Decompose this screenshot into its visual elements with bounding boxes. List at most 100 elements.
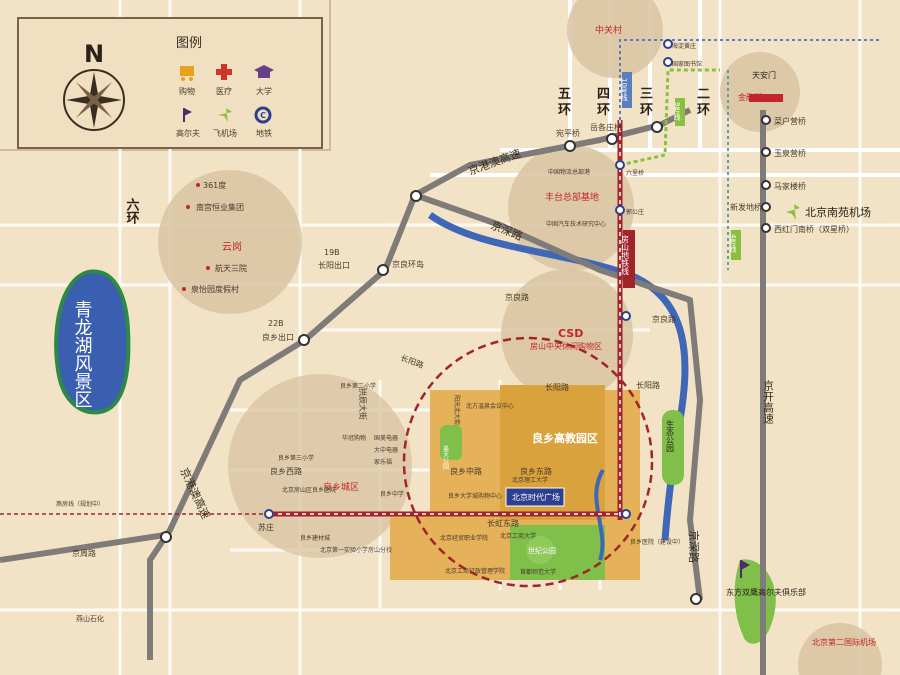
road-jingliang2-label: 京良路: [652, 314, 676, 324]
place-school3-label: 良乡中学: [380, 490, 404, 498]
station-lib-label: 国家图书馆: [672, 60, 702, 68]
svg-text:C: C: [260, 111, 266, 120]
medical-cross-icon: [216, 64, 232, 80]
zone-qinglong-label: 青龙湖风景区: [72, 300, 93, 408]
place-school1-label: 良乡第二小学: [340, 382, 376, 390]
place-shop9-label: 北京第一实验小学房山分校: [320, 546, 392, 554]
exit-22b-label: 22B: [268, 319, 284, 328]
zone-zhongguancun-label: 中关村: [595, 24, 622, 36]
place-hospital2-label: 北京房山区良乡医院: [282, 486, 336, 494]
legend-label-medical: 医疗: [216, 86, 232, 96]
qinglong-lake: [54, 269, 131, 415]
fangshan-line-label: 房山地铁线: [621, 234, 630, 275]
station-xihong-label: 西红门南桥（双星桥）: [774, 224, 854, 234]
golf-icon: [183, 108, 192, 122]
place-gaojiao-e-label: 北京工商行政管理学院: [445, 567, 505, 575]
fangshan-subway: [0, 120, 623, 520]
ring-two-label: 二环: [697, 87, 710, 118]
exit-jinghuan-label: 京良环岛: [392, 259, 424, 269]
subway-icon: C: [254, 106, 272, 124]
legend-title: 图例: [176, 36, 202, 51]
road-changyang-top-label: 长阳路: [636, 380, 660, 390]
place-school2-label: 良乡第三小学: [278, 454, 314, 462]
airplane-icon: [218, 108, 232, 122]
zone-sheng-label: 生态公园: [666, 419, 675, 453]
beijing-times-square-marker: 北京时代广场: [505, 487, 565, 507]
beijing-times-square-label: 北京时代广场: [512, 492, 560, 502]
road-yanfang-label: 燕房线（规划中）: [56, 500, 104, 508]
legend-label-airport: 飞机场: [213, 128, 237, 138]
zone-nanyuan-label: 北京南苑机场: [805, 205, 871, 219]
zone-csd-label: CSD: [558, 327, 583, 340]
place-suzhuang-label: 苏庄: [258, 522, 274, 532]
road-jingshen-bottom-label: 京深路: [687, 530, 701, 563]
place-wuliu-label: 中国物流总部港: [548, 168, 590, 176]
exit-19b-label: 19B: [324, 248, 340, 257]
campus-ring: [402, 336, 654, 588]
legend-items: 购物 医疗 大学 高尔夫 飞机场 C 地铁: [176, 64, 274, 138]
place-nangong-label: 南宫恒业集团: [196, 202, 244, 212]
road-changhong-label: 长虹东路: [487, 518, 519, 528]
legend-label-subway: 地铁: [256, 128, 272, 138]
road-yangguang-label: 阳光北大街: [453, 395, 461, 425]
place-quanyi-label: 泉怡园度假村: [191, 284, 239, 294]
line4-label: 4号线: [729, 234, 737, 253]
subway-stations: [264, 39, 673, 519]
tiananmen-icon: [749, 94, 783, 102]
zone-airport2-label: 北京第二国际机场: [812, 637, 876, 647]
road-liangxiangdong-label: 良乡东路: [520, 466, 552, 476]
subway-labels: 10号线 9号线 4号线 房山地铁线 海淀黄庄 国家图书馆 六里桥 郭公庄 菜户…: [556, 42, 854, 288]
place-361-label: 361度: [203, 180, 226, 190]
road-jingliang-label: 京良路: [505, 292, 529, 302]
zone-campus-label: 良乡高教园区: [532, 431, 598, 445]
highway-nodes: [160, 115, 771, 605]
station-xinfa-label: 新发地桥: [730, 202, 762, 212]
road-changyang-label: 长阳路: [545, 382, 569, 392]
ring-four-label: 四环: [597, 87, 610, 118]
exit-changyang-label: 长阳出口: [318, 260, 350, 270]
place-shop8-label: 良乡建材城: [300, 534, 330, 542]
exit-liangxiang-label: 良乡出口: [262, 332, 294, 342]
zone-tiananmen-label: 天安门: [752, 70, 776, 80]
station-majia-label: 马家楼桥: [774, 181, 806, 191]
place-hangtian-label: 航天三院: [215, 263, 247, 273]
road-jingzhou-label: 京周路: [72, 548, 96, 558]
eco-park: [662, 410, 684, 485]
road-changyang-small-label: 长阳路: [399, 352, 425, 370]
zone-golf-label: 东方双鹰高尔夫俱乐部: [726, 587, 806, 597]
zone-meitian-label: 美天公园: [442, 444, 449, 470]
line9-subway: [619, 68, 720, 167]
road-jingkai-label: 京开高速: [762, 379, 775, 424]
zone-yungang-label: 云岗: [222, 241, 242, 253]
station-yuegezhuang-label: 岳各庄桥: [590, 122, 622, 132]
station-caihu-label: 菜户营桥: [774, 116, 806, 126]
zone-yanshan-label: 燕山石化: [76, 614, 104, 623]
place-gaojiao-f-label: 北京经贸职业学院: [440, 534, 488, 542]
graduation-cap-icon: [254, 65, 274, 78]
ring-three-label: 三环: [640, 87, 653, 118]
ring-six-label: 六环: [124, 197, 140, 225]
place-gaojiao-a-label: 北京理工大学: [512, 476, 548, 484]
road-liangxiangxi-label: 良乡西路: [270, 466, 302, 476]
places: 361度 南宫恒业集团 航天三院 泉怡园度假村 中国物流总部港 中国汽车技术研究…: [182, 168, 684, 576]
station-wanping-label: 宛平桥: [556, 128, 580, 138]
place-shop1-label: 国美电器: [374, 434, 398, 442]
zone-jinrongjie-label: 金融街: [738, 92, 762, 102]
station-yuquan-label: 玉泉营桥: [774, 148, 806, 158]
line9-label: 9号线: [673, 102, 681, 121]
place-qiche-label: 中国汽车技术研究中心: [546, 220, 606, 228]
compass-label: N: [84, 40, 104, 68]
place-gaojiao-b-label: 北京工商大学: [500, 532, 536, 540]
compass-icon: N: [63, 40, 125, 131]
zone-century-label: 世纪公园: [528, 546, 556, 555]
legend-label-shopping: 购物: [179, 86, 195, 96]
place-shop3-label: 家乐福: [374, 458, 392, 466]
ring-five-label: 五环: [558, 87, 571, 118]
line10-label: 10号线: [620, 78, 628, 101]
golf-icon: [740, 560, 750, 578]
place-bhospital-label: 良乡医院（建设中）: [630, 538, 684, 546]
legend-label-golf: 高尔夫: [176, 128, 200, 138]
line10-subway: [619, 39, 880, 120]
